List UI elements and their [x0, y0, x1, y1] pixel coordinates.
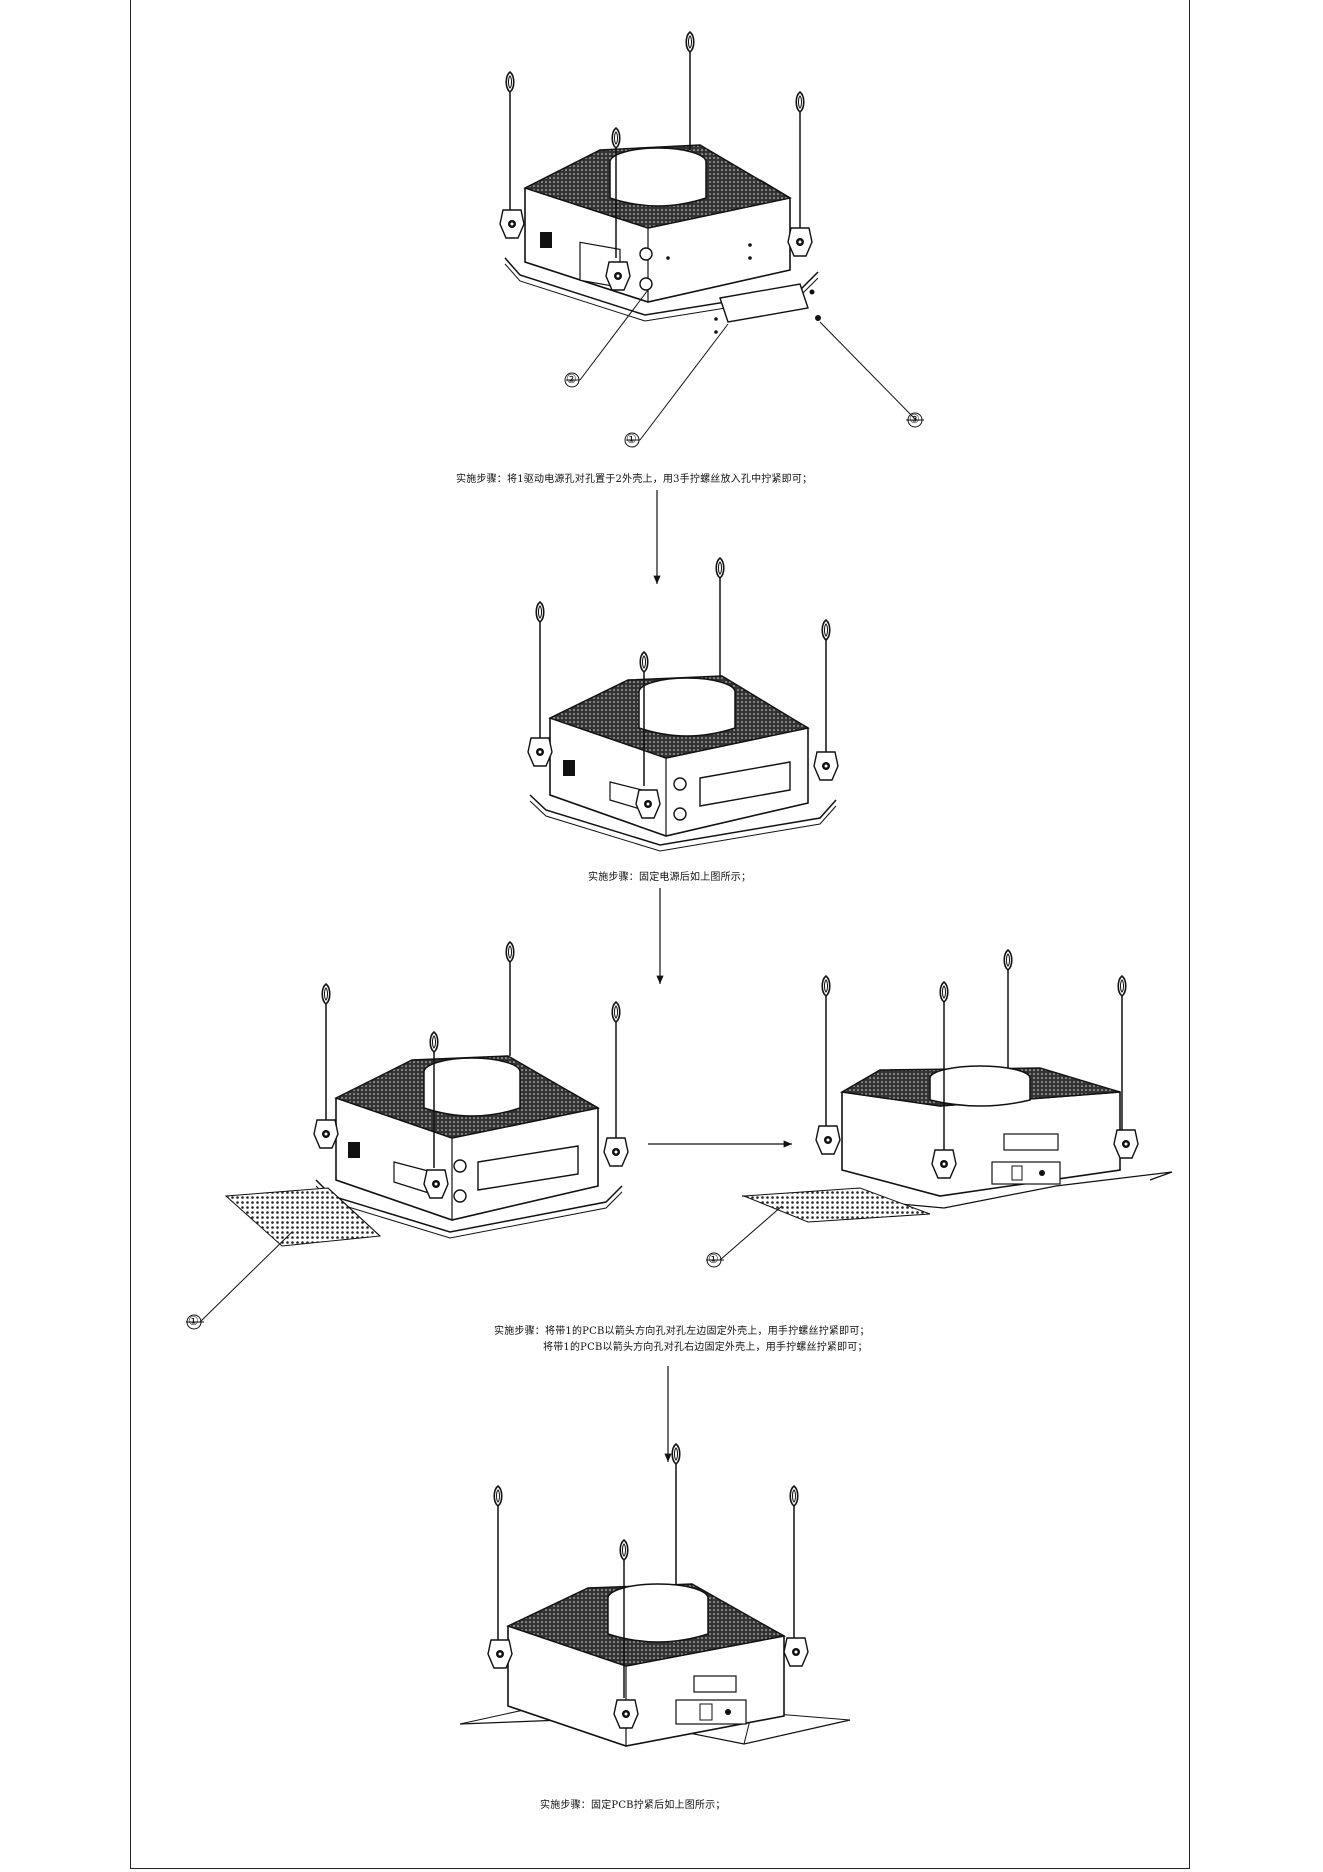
- callout-1-left: ①: [188, 1314, 199, 1328]
- step3-caption-line2: 将带1的PCB以箭头方向孔对孔右边固定外壳上，用手拧螺丝拧紧即可；: [543, 1342, 868, 1353]
- step2-caption: 实施步骤：固定电源后如上图所示；: [588, 872, 752, 883]
- callout-1-right: ①: [708, 1252, 719, 1266]
- unit-step3-right: [706, 949, 1173, 1268]
- unit-step3-left: [186, 941, 629, 1330]
- drawing-frame: [130, 0, 1190, 1869]
- step4-caption: 实施步骤：固定PCB拧紧后如上图所示；: [540, 1800, 726, 1811]
- callout-2: ②: [566, 372, 577, 386]
- unit-step4: [459, 1443, 851, 1747]
- step3-caption-line1: 实施步骤：将带1的PCB以箭头方向孔对孔左边固定外壳上，用手拧螺丝拧紧即可；: [494, 1326, 870, 1337]
- callout-1: ①: [626, 432, 637, 446]
- callout-3: ③: [909, 412, 920, 426]
- unit-step1: [499, 31, 924, 448]
- step1-caption: 实施步骤：将1驱动电源孔对孔置于2外壳上，用3手拧螺丝放入孔中拧紧即可；: [456, 474, 813, 485]
- unit-step2: [527, 557, 839, 852]
